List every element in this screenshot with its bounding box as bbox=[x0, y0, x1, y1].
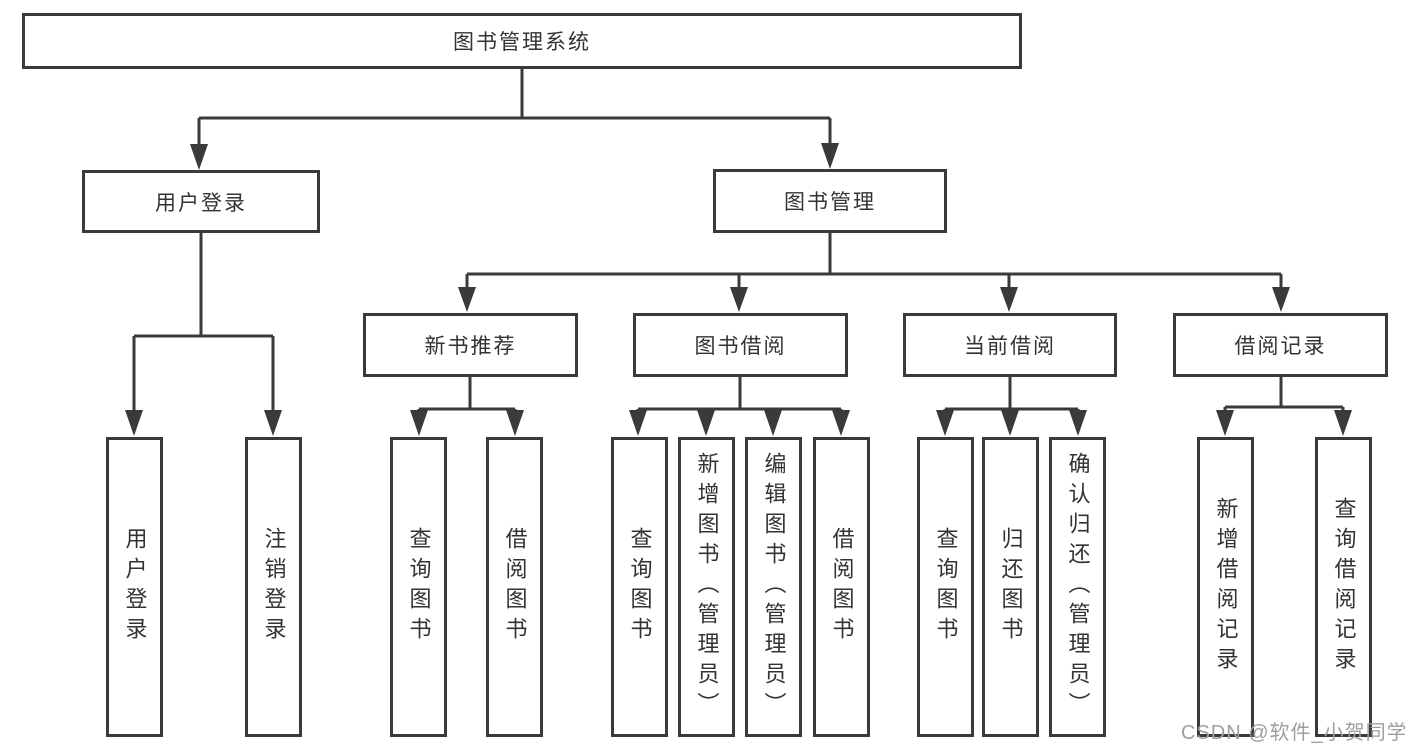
node-book-management: 图书管理 bbox=[713, 169, 947, 233]
node-current-borrow: 当前借阅 bbox=[903, 313, 1117, 377]
leaf-return-books: 归还图书 bbox=[982, 437, 1039, 737]
node-borrow-records: 借阅记录 bbox=[1173, 313, 1388, 377]
leaf-user-login: 用户登录 bbox=[106, 437, 163, 737]
leaf-query-books: 查询图书 bbox=[611, 437, 668, 737]
leaf-logout: 注销登录 bbox=[245, 437, 302, 737]
leaf-confirm-return-admin: 确认归还（管理员） bbox=[1049, 437, 1106, 737]
arrowhead-icons bbox=[125, 143, 1352, 436]
leaf-query-books: 查询图书 bbox=[390, 437, 447, 737]
leaf-borrow-books: 借阅图书 bbox=[486, 437, 543, 737]
node-book-borrow: 图书借阅 bbox=[633, 313, 848, 377]
leaf-add-books-admin: 新增图书（管理员） bbox=[678, 437, 735, 737]
node-root-system: 图书管理系统 bbox=[22, 13, 1022, 69]
node-user-login: 用户登录 bbox=[82, 170, 320, 233]
leaf-query-borrow-record: 查询借阅记录 bbox=[1315, 437, 1372, 737]
leaf-query-books: 查询图书 bbox=[917, 437, 974, 737]
csdn-watermark: CSDN @软件_小贺同学 bbox=[1181, 722, 1405, 744]
leaf-add-borrow-record: 新增借阅记录 bbox=[1197, 437, 1254, 737]
node-new-book-recommend: 新书推荐 bbox=[363, 313, 578, 377]
leaf-edit-books-admin: 编辑图书（管理员） bbox=[745, 437, 802, 737]
leaf-borrow-books: 借阅图书 bbox=[813, 437, 870, 737]
